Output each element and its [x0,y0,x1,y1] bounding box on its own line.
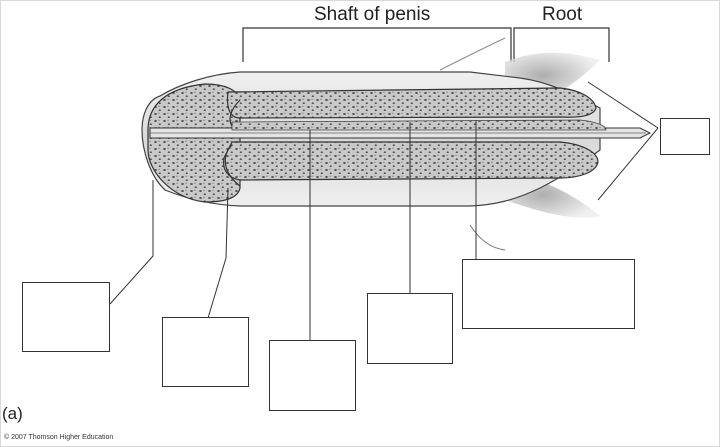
root-bracket [513,27,610,62]
root-label: Root [542,4,583,25]
copyright-notice: © 2007 Thomson Higher Education [4,434,114,441]
shaft-bracket [242,27,512,62]
answer-box-6[interactable] [660,118,710,155]
answer-box-2[interactable] [162,317,249,387]
glans [147,83,241,203]
answer-box-4[interactable] [367,293,453,364]
answer-box-3[interactable] [269,340,356,411]
corpus-cavernosum-lower [223,141,599,181]
leader-lines [109,120,477,342]
corpus-spongiosum [231,119,607,131]
answer-box-5[interactable] [462,259,635,329]
panel-letter: (a) [2,404,23,423]
shaft-label: Shaft of penis [314,4,431,25]
answer-box-1[interactable] [22,282,110,352]
corpus-cavernosum-upper [226,87,597,119]
root-leader-lines [587,81,659,201]
